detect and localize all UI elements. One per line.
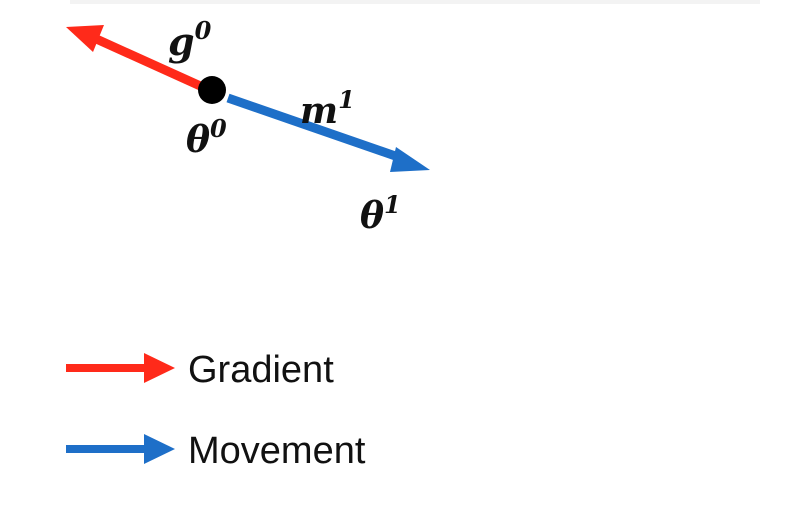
- movement-arrow-shaft: [226, 93, 406, 164]
- legend-gradient-label: Gradient: [188, 349, 334, 391]
- legend: Gradient Movement: [66, 349, 366, 472]
- legend-gradient-swatch: [66, 353, 175, 383]
- gradient-label: g0: [168, 16, 212, 64]
- legend-gradient-arrow-head: [144, 353, 175, 383]
- theta0-point: [198, 76, 226, 104]
- movement-arrow: [226, 93, 430, 172]
- legend-movement-swatch: [66, 434, 175, 464]
- movement-arrow-head: [390, 147, 430, 172]
- gradient-arrow: [66, 25, 209, 94]
- theta0-label: θ0: [186, 114, 227, 161]
- top-divider: [70, 0, 760, 4]
- movement-label: m1: [300, 85, 355, 132]
- theta1-label: θ1: [360, 190, 401, 237]
- legend-movement-label: Movement: [188, 430, 366, 472]
- legend-movement-arrow-head: [144, 434, 175, 464]
- gradient-arrow-shaft: [90, 32, 209, 94]
- gradient-arrow-head: [66, 25, 104, 52]
